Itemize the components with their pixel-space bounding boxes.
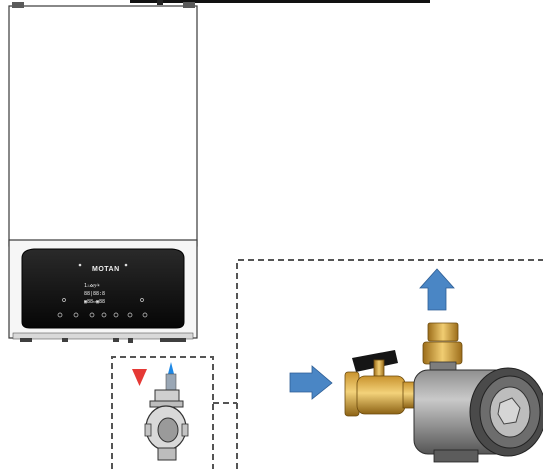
panel-button-icon <box>142 312 148 318</box>
panel-button-icon <box>101 312 107 318</box>
installation-outline <box>111 259 543 469</box>
flow-in-arrow-icon <box>289 365 333 400</box>
panel-button-icon <box>127 312 133 318</box>
magnetic-filter-icon <box>413 322 543 463</box>
cold-inlet-arrow-icon <box>165 362 177 391</box>
panel-button-icon <box>140 298 144 302</box>
hot-outlet-arrow-icon <box>132 369 147 386</box>
lcd-display: 1♨✿◷⁄☀ 88|88:8 ▣88▭▣88 <box>84 283 105 305</box>
panel-button-icon <box>62 298 66 302</box>
brand-label: MOTAN <box>92 266 120 273</box>
lcd-row-1: 1♨✿◷⁄☀ <box>84 283 100 289</box>
panel-button-icon <box>113 312 119 318</box>
flow-up-arrow-icon <box>419 268 455 311</box>
lcd-row-3: ▣88▭▣88 <box>84 299 105 305</box>
control-panel: MOTAN 1♨✿◷⁄☀ 88|88:8 ▣88▭▣88 <box>21 248 185 329</box>
top-bar <box>130 0 430 5</box>
panel-button-icon <box>73 312 79 318</box>
ball-valve-icon <box>344 350 422 417</box>
small-filter-valve-icon <box>144 389 189 461</box>
panel-buttons <box>57 298 148 318</box>
cold-arrow-shape <box>168 362 174 374</box>
panel-button-icon <box>57 312 63 318</box>
hot-arrow-shape <box>132 369 147 386</box>
panel-button-icon <box>89 312 95 318</box>
lcd-row-2: 88|88:8 <box>84 291 105 297</box>
